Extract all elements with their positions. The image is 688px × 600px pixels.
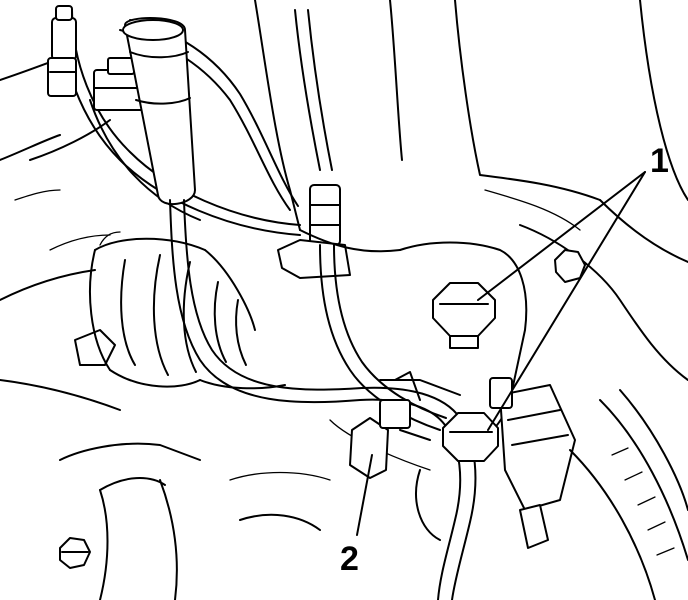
cv-joint-boot xyxy=(89,231,286,390)
sensor-cable-sleeve xyxy=(122,17,196,206)
bushing-bracket xyxy=(14,189,116,366)
lower-left-nut xyxy=(59,537,91,569)
brake-disc xyxy=(569,389,688,600)
right-upper-bolt xyxy=(554,249,586,283)
top-connector-left xyxy=(47,5,77,97)
callout-1-leaders xyxy=(477,171,646,431)
lower-control-arm xyxy=(59,442,331,600)
callout-1-label: 1 xyxy=(650,142,669,180)
pad-wear-sensor-connector xyxy=(489,377,576,549)
wiring-harness xyxy=(59,9,333,236)
harness-clip xyxy=(277,184,351,279)
hose-retaining-bracket xyxy=(349,371,431,479)
upper-mounting-bolt xyxy=(432,282,496,349)
callout-2-label: 2 xyxy=(340,540,359,578)
lower-mounting-bolt xyxy=(442,412,499,462)
callout-2-leader xyxy=(356,454,373,536)
left-body-panel xyxy=(0,54,121,411)
